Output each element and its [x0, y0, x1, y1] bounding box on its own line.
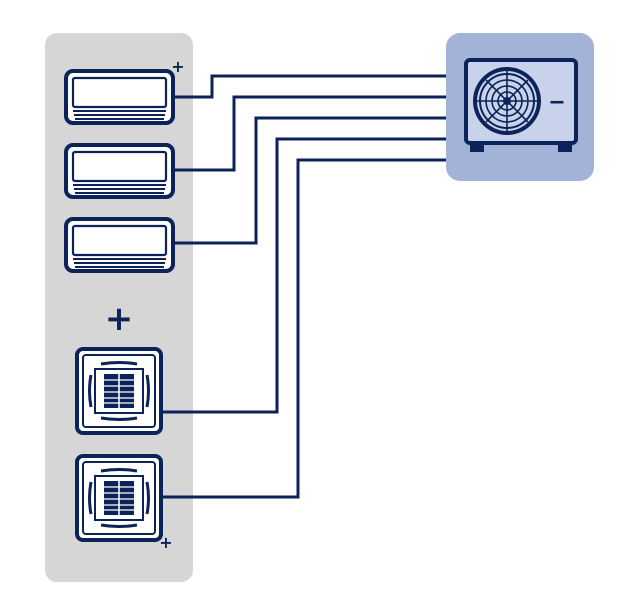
- wall-mounted-ac-icon: [64, 69, 175, 125]
- connection-lines: [161, 74, 446, 499]
- top-plus-marker: +: [171, 57, 184, 76]
- connection-line: [172, 116, 446, 245]
- wall-mounted-ac-icon: [64, 217, 175, 273]
- connection-line: [172, 95, 446, 172]
- outdoor-condenser-unit-icon: –: [464, 58, 578, 152]
- separator-plus-sign: +: [105, 299, 134, 339]
- cassette-ac-icon: [75, 454, 163, 542]
- wall-mounted-ac-icon: [64, 143, 175, 199]
- connection-line: [161, 137, 446, 414]
- cassette-ac-icon: [75, 347, 163, 435]
- bottom-plus-marker: +: [159, 533, 172, 552]
- connection-line: [161, 158, 446, 499]
- outdoor-side-mark: –: [550, 85, 564, 115]
- connection-line: [172, 74, 446, 99]
